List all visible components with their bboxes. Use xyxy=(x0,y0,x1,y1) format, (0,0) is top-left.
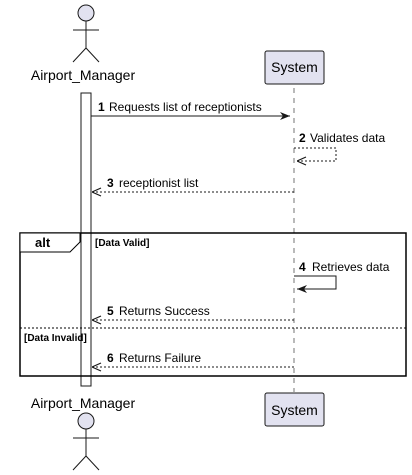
message-number-1: 1 xyxy=(98,100,105,114)
message-label-1: Requests list of receptionists xyxy=(109,100,262,114)
message-label-4: Retrieves data xyxy=(312,260,390,274)
message-number-6: 6 xyxy=(107,351,114,365)
message-number-3: 3 xyxy=(107,176,114,190)
message-number-5: 5 xyxy=(107,304,114,318)
alt-keyword: alt xyxy=(35,235,51,250)
actor-name-bottom: Airport_Manager xyxy=(31,395,136,411)
actor-name-top: Airport_Manager xyxy=(31,67,136,83)
message-label-3: receptionist list xyxy=(119,176,199,190)
alt-guard-valid: [Data Valid] xyxy=(95,238,149,249)
alt-fragment-tab xyxy=(19,232,81,253)
system-box-top[interactable] xyxy=(264,50,325,85)
alt-fragment-frame xyxy=(19,232,407,377)
actor-activation-bar xyxy=(80,92,92,387)
message-label-6: Returns Failure xyxy=(119,351,201,365)
actor-figure-bottom xyxy=(72,412,100,471)
message-number-4: 4 xyxy=(299,260,306,274)
alt-guard-invalid: [Data Invalid] xyxy=(24,333,87,344)
system-box-bottom[interactable] xyxy=(264,392,325,427)
system-name-bottom: System xyxy=(271,402,318,418)
system-name-top: System xyxy=(271,59,318,75)
message-arrow-4 xyxy=(294,275,337,293)
message-arrow-2 xyxy=(294,147,337,161)
message-label-5: Returns Success xyxy=(119,304,210,318)
actor-figure-top xyxy=(72,4,100,63)
message-number-2: 2 xyxy=(299,131,306,145)
message-label-2: Validates data xyxy=(310,131,385,145)
